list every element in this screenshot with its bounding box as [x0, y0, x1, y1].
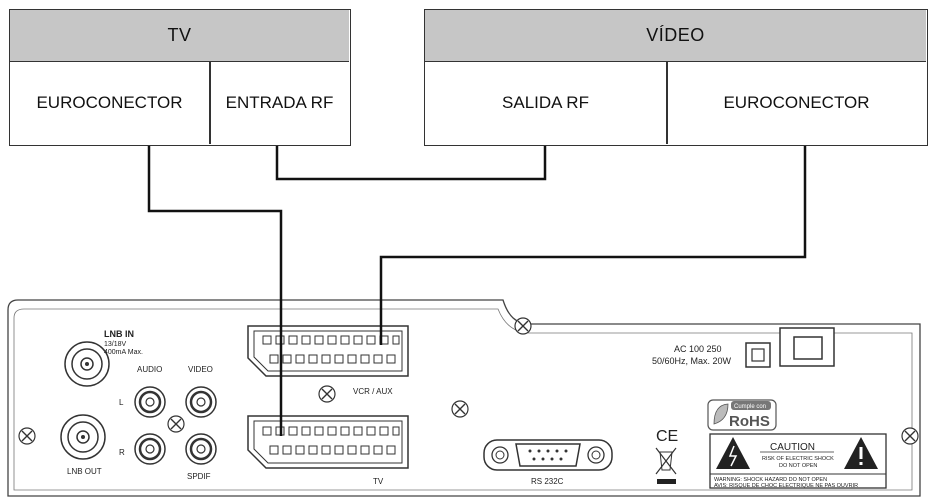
device-rear-panel — [7, 299, 921, 497]
video-euroconector-label: EUROCONECTOR — [723, 93, 870, 112]
tv-title: TV — [10, 10, 349, 62]
screw-right-icon — [901, 427, 919, 445]
lnb-in-spec-2: 400mA Max. — [104, 349, 143, 356]
lnb-in-spec-1: 13/18V — [104, 341, 127, 348]
screw-top-icon — [514, 317, 532, 335]
weee-bin-icon — [655, 447, 677, 484]
ac-voltage-label: AC 100 250 — [674, 344, 722, 354]
rohs-badge — [707, 399, 777, 431]
cable-video-euroconector-to-vcr-scart — [379, 146, 807, 345]
screw-audio-icon — [167, 415, 185, 433]
caution-sub-2: DO NOT OPEN — [779, 463, 817, 469]
audio-left-jack-icon — [134, 386, 166, 418]
video-jack-icon — [185, 386, 217, 418]
lnb-out-label: LNB OUT — [67, 467, 102, 476]
electric-shock-warning-icon — [716, 437, 750, 469]
video-label: VIDEO — [188, 365, 213, 374]
ac-frequency-label: 50/60Hz, Max. 20W — [652, 356, 732, 366]
caution-sub-1: RISK OF ELECTRIC SHOCK — [762, 456, 834, 462]
rohs-label: RoHS — [729, 413, 770, 430]
video-salida-rf-label: SALIDA RF — [502, 93, 589, 112]
device-inner-outline — [13, 308, 913, 491]
cable-tv-euroconector-to-tv-scart — [147, 146, 283, 436]
tv-euroconector-label: EUROCONECTOR — [36, 93, 183, 112]
audio-label: AUDIO — [137, 365, 162, 374]
exclamation-warning-icon — [844, 437, 878, 469]
vcr-aux-label: VCR / AUX — [353, 387, 393, 396]
audio-right-label: R — [119, 448, 125, 457]
cable-rf-tv-entrada-to-video-salida — [275, 146, 547, 181]
vcr-aux-scart-connector-icon — [247, 325, 409, 377]
rs232-label: RS 232C — [531, 477, 564, 486]
power-switch-rocker — [793, 336, 823, 360]
rs232-port-icon — [483, 439, 613, 471]
screw-mid-1-icon — [318, 385, 336, 403]
spdif-jack-icon — [185, 433, 217, 465]
video-divider — [666, 62, 668, 144]
video-title: VÍDEO — [425, 10, 926, 62]
tv-entrada-rf-label: ENTRADA RF — [225, 93, 334, 112]
lnb-out-connector-icon — [60, 414, 106, 460]
ce-mark: CE — [656, 428, 678, 445]
tv-divider — [209, 62, 211, 144]
video-box: VÍDEO SALIDA RF EUROCONECTOR — [424, 9, 928, 146]
lnb-in-label: LNB IN — [104, 329, 134, 339]
spdif-label: SPDIF — [187, 472, 211, 481]
screw-left-icon — [18, 427, 36, 445]
tv-box: TV EUROCONECTOR ENTRADA RF — [9, 9, 351, 146]
warning-text: WARNING: SHOCK HAZARD DO NOT OPEN — [714, 477, 827, 483]
avis-text: AVIS: RISQUE DE CHOC ELECTRIQUE NE PAS O… — [714, 483, 858, 489]
tv-scart-label: TV — [373, 477, 384, 486]
audio-right-jack-icon — [134, 433, 166, 465]
double-insulation-icon — [745, 342, 771, 368]
audio-left-label: L — [119, 398, 124, 407]
screw-mid-2-icon — [451, 400, 469, 418]
rohs-top-label: Cumple con — [734, 404, 766, 410]
tv-scart-connector-icon — [247, 415, 409, 469]
lnb-in-connector-icon — [64, 341, 110, 387]
caution-title: CAUTION — [770, 442, 815, 453]
